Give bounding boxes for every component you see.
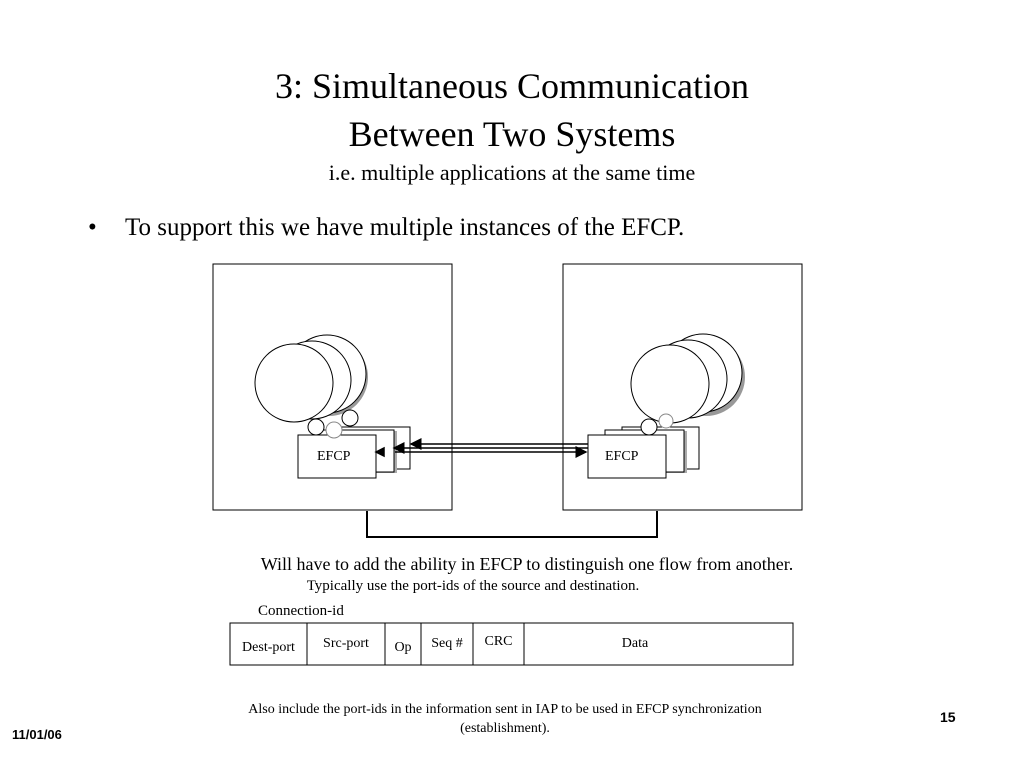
underlying-connection	[366, 511, 658, 538]
note-flow-distinguish: Will have to add the ability in EFCP to …	[260, 554, 794, 574]
app-circle	[630, 344, 710, 424]
efcp-label-left: EFCP	[317, 449, 351, 464]
efcp-box-left	[297, 434, 377, 479]
field-seq: Seq #	[431, 636, 463, 651]
field-data: Data	[621, 636, 649, 651]
bullet-marker: •	[88, 214, 97, 241]
efcp-label-right: EFCP	[605, 449, 639, 464]
footer-note: Also include the port-ids in the informa…	[0, 700, 1010, 738]
field-dest-port: Dest-port	[242, 640, 295, 655]
page-number: 15	[940, 709, 956, 725]
slide-title-line2: Between Two Systems	[348, 114, 676, 154]
packet-format	[229, 622, 794, 666]
slide-date: 11/01/06	[12, 727, 62, 742]
field-crc: CRC	[484, 634, 513, 649]
field-src-port: Src-port	[323, 636, 369, 651]
field-op: Op	[394, 640, 412, 655]
slide-subtitle: i.e. multiple applications at the same t…	[328, 160, 696, 185]
note-port-ids: Typically use the port-ids of the source…	[306, 578, 640, 594]
bullet-text: To support this we have multiple instanc…	[125, 214, 685, 241]
slide-title-line1: 3: Simultaneous Communication	[275, 66, 749, 106]
app-circle	[254, 343, 334, 423]
efcp-box-right	[587, 434, 667, 479]
footer-note-text: Also include the port-ids in the informa…	[248, 702, 762, 736]
connection-id-label: Connection-id	[258, 603, 344, 619]
